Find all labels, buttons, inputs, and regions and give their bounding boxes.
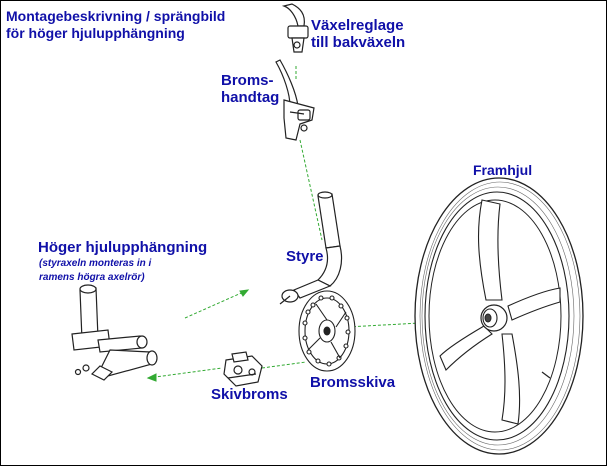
disc-brake-label: Skivbroms: [211, 386, 288, 403]
brake-disc-part: [298, 290, 356, 372]
assembly-guide-lines: [147, 66, 477, 379]
suspension-part: [71, 284, 158, 381]
brake-handle-part: [275, 59, 315, 141]
gear-shifter-part: [281, 3, 309, 53]
guide-arrowheads: [146, 289, 250, 382]
diagram-title-line-2: för höger hjulupphängning: [6, 25, 185, 41]
shifter-label-line-2: till bakväxeln: [311, 34, 406, 51]
suspension-note-line-1: (styraxeln monteras in i: [39, 258, 152, 269]
shifter-label-line-1: Växelreglage: [311, 17, 404, 34]
brake-handle-label-line-2: handtag: [221, 89, 280, 106]
disc-brake-part: [223, 351, 263, 387]
suspension-label: Höger hjulupphängning: [38, 239, 208, 256]
brake-handle-label-line-1: Broms-: [221, 72, 274, 89]
handlebar-label: Styre: [286, 248, 324, 265]
brake-disc-label: Bromsskiva: [310, 374, 396, 391]
front-wheel-part: [414, 177, 584, 455]
suspension-note-line-2: ramens högra axelrör): [39, 272, 145, 283]
handlebar-part: [279, 191, 343, 305]
front-wheel-label: Framhjul: [473, 162, 533, 178]
diagram-title-line-1: Montagebeskrivning / sprängbild: [6, 8, 226, 24]
